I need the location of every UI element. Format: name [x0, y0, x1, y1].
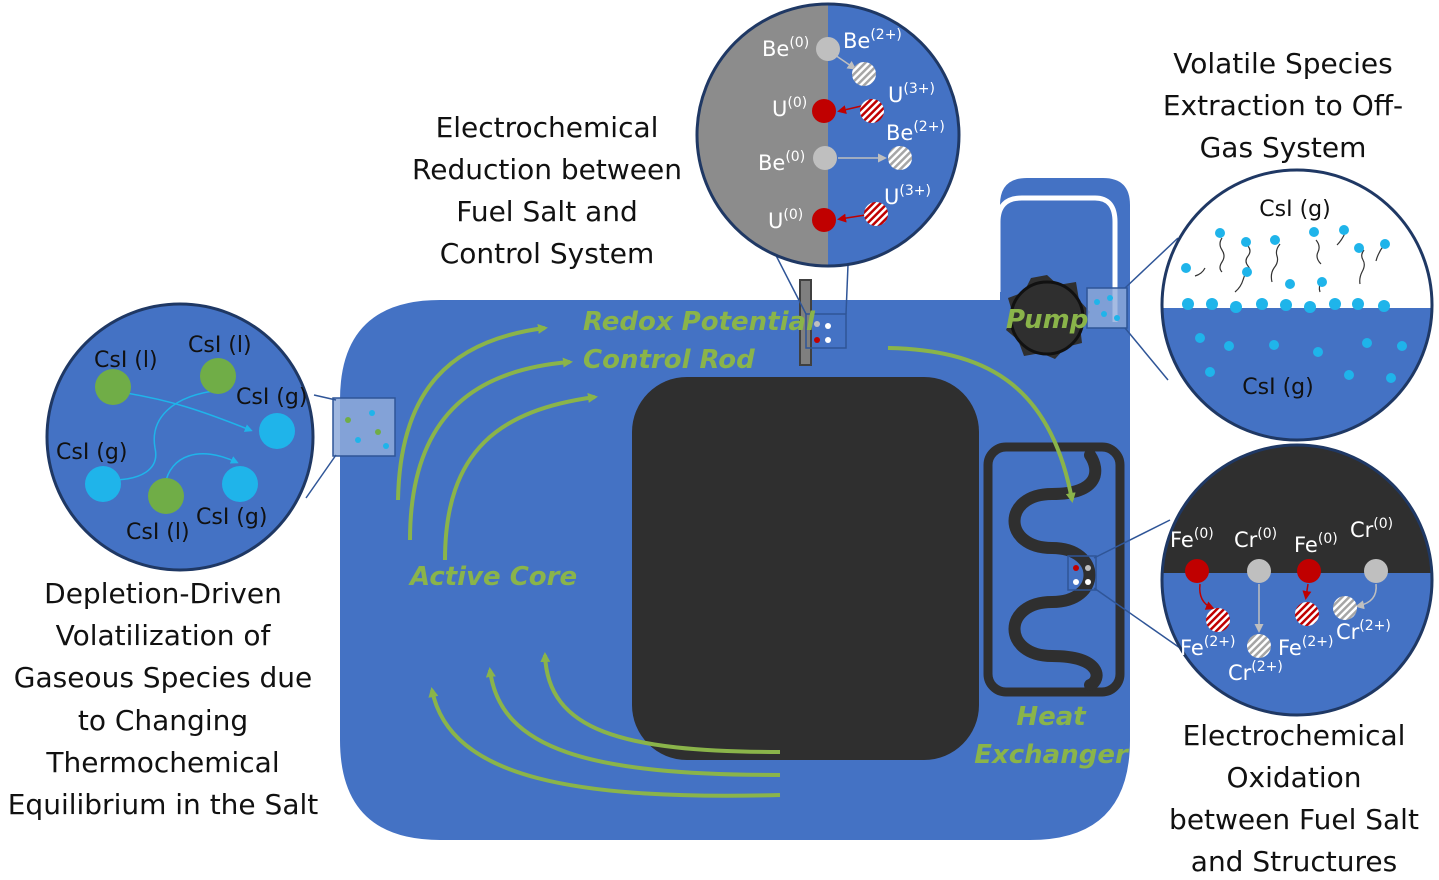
u3-label-2: U(3+)	[884, 183, 931, 209]
gas-csi-particle	[85, 466, 121, 502]
svg-text:Gaseous Species due: Gaseous Species due	[14, 661, 312, 694]
pump-window	[1086, 287, 1128, 329]
fe2-label-1: Fe(2+)	[1180, 634, 1235, 660]
active-core-block	[632, 377, 979, 760]
svg-text:Extraction to Off-: Extraction to Off-	[1163, 89, 1403, 122]
cr2-label-1: Cr(2+)	[1336, 618, 1391, 644]
csi-gas-label: CsI (g)	[196, 505, 267, 530]
svg-text:Depletion-Driven: Depletion-Driven	[44, 577, 282, 610]
gas-csi-particle	[222, 466, 258, 502]
svg-text:to Changing: to Changing	[78, 704, 248, 737]
cr0-label-2: Cr(0)	[1350, 516, 1393, 542]
fe0-label-1: Fe(0)	[1170, 526, 1214, 552]
pump-label: Pump	[1006, 305, 1088, 335]
reduction-callout: Be(0) Be(2+) U(0) U(3+) Be(2+) Be(0) U(3…	[695, 2, 961, 268]
offgas-gas-label-bottom: CsI (g)	[1242, 375, 1313, 400]
gas-csi-particle	[259, 413, 295, 449]
pump-loop-pipe	[995, 195, 1118, 322]
active-core-label: Active Core	[408, 562, 577, 592]
redox-rod-label-1: Redox Potential	[583, 307, 816, 337]
caption-oxidation: Electrochemical Oxidation between Fuel S…	[1169, 719, 1419, 878]
be2-label-2: Be(2+)	[886, 119, 945, 145]
redox-rod-label-2: Control Rod	[583, 345, 755, 375]
svg-text:between Fuel Salt: between Fuel Salt	[1169, 803, 1419, 836]
caption-depletion: Depletion-Driven Volatilization of Gaseo…	[8, 577, 319, 821]
svg-text:Electrochemical: Electrochemical	[436, 111, 659, 144]
csi-liquid-label: CsI (l)	[94, 348, 158, 373]
heat-exchanger-label-1: Heat	[1016, 702, 1087, 732]
pump	[1006, 275, 1090, 359]
caption-reduction: Electrochemical Reduction between Fuel S…	[412, 111, 682, 270]
cr0-label-1: Cr(0)	[1234, 526, 1277, 552]
be0-label-2: Be(0)	[758, 149, 805, 175]
svg-text:Equilibrium in the Salt: Equilibrium in the Salt	[8, 788, 319, 821]
liquid-csi-particle	[95, 369, 131, 405]
offgas-gas-label-top: CsI (g)	[1259, 197, 1330, 222]
fe0-label-2: Fe(0)	[1294, 531, 1338, 557]
svg-text:Reduction between: Reduction between	[412, 153, 682, 186]
u0-label-2: U(0)	[768, 207, 803, 233]
svg-text:Electrochemical: Electrochemical	[1183, 719, 1406, 752]
csi-liquid-label: CsI (l)	[126, 520, 190, 545]
liquid-csi-particle	[148, 478, 184, 514]
csi-gas-label: CsI (g)	[236, 385, 307, 410]
svg-text:Fuel Salt and: Fuel Salt and	[456, 195, 638, 228]
heat-exchanger-box	[983, 442, 1125, 697]
svg-text:Gas System: Gas System	[1200, 131, 1367, 164]
flow-arrows	[396, 323, 1076, 798]
heat-exchanger-coil	[1008, 449, 1103, 691]
reactor-vessel: Redox Potential Control Rod Active Core …	[305, 178, 1181, 840]
svg-text:Volatilization of: Volatilization of	[56, 619, 272, 652]
hx-window	[1067, 555, 1097, 591]
svg-text:Thermochemical: Thermochemical	[45, 746, 279, 779]
fe2-label-2: Fe(2+)	[1278, 634, 1333, 660]
csi-gas-label: CsI (g)	[56, 440, 127, 465]
be0-label-1: Be(0)	[762, 35, 809, 61]
volatilization-callout: CsI (l) CsI (l) CsI (g) CsI (g) CsI (l) …	[45, 302, 315, 572]
svg-text:Control System: Control System	[440, 237, 655, 270]
csi-liquid-label: CsI (l)	[188, 333, 252, 358]
u3-label-1: U(3+)	[888, 81, 935, 107]
svg-text:and Structures: and Structures	[1191, 845, 1397, 878]
svg-text:Oxidation: Oxidation	[1227, 761, 1362, 794]
svg-text:Volatile Species: Volatile Species	[1173, 47, 1392, 80]
liquid-csi-particle	[200, 358, 236, 394]
offgas-callout: CsI (g) CsI (g)	[1160, 168, 1434, 442]
callout-lines	[305, 231, 1181, 649]
u0-label-1: U(0)	[772, 95, 807, 121]
oxidation-callout: Fe(0) Cr(0) Fe(0) Cr(0) Fe(2+) Fe(2+) Cr…	[1160, 443, 1434, 717]
rod-window	[805, 313, 847, 349]
caption-volatile: Volatile Species Extraction to Off- Gas …	[1163, 47, 1403, 164]
be2-label-1: Be(2+)	[843, 27, 902, 53]
heat-exchanger-label-2: Exchanger	[974, 740, 1130, 770]
cr2-label-2: Cr(2+)	[1228, 659, 1283, 685]
